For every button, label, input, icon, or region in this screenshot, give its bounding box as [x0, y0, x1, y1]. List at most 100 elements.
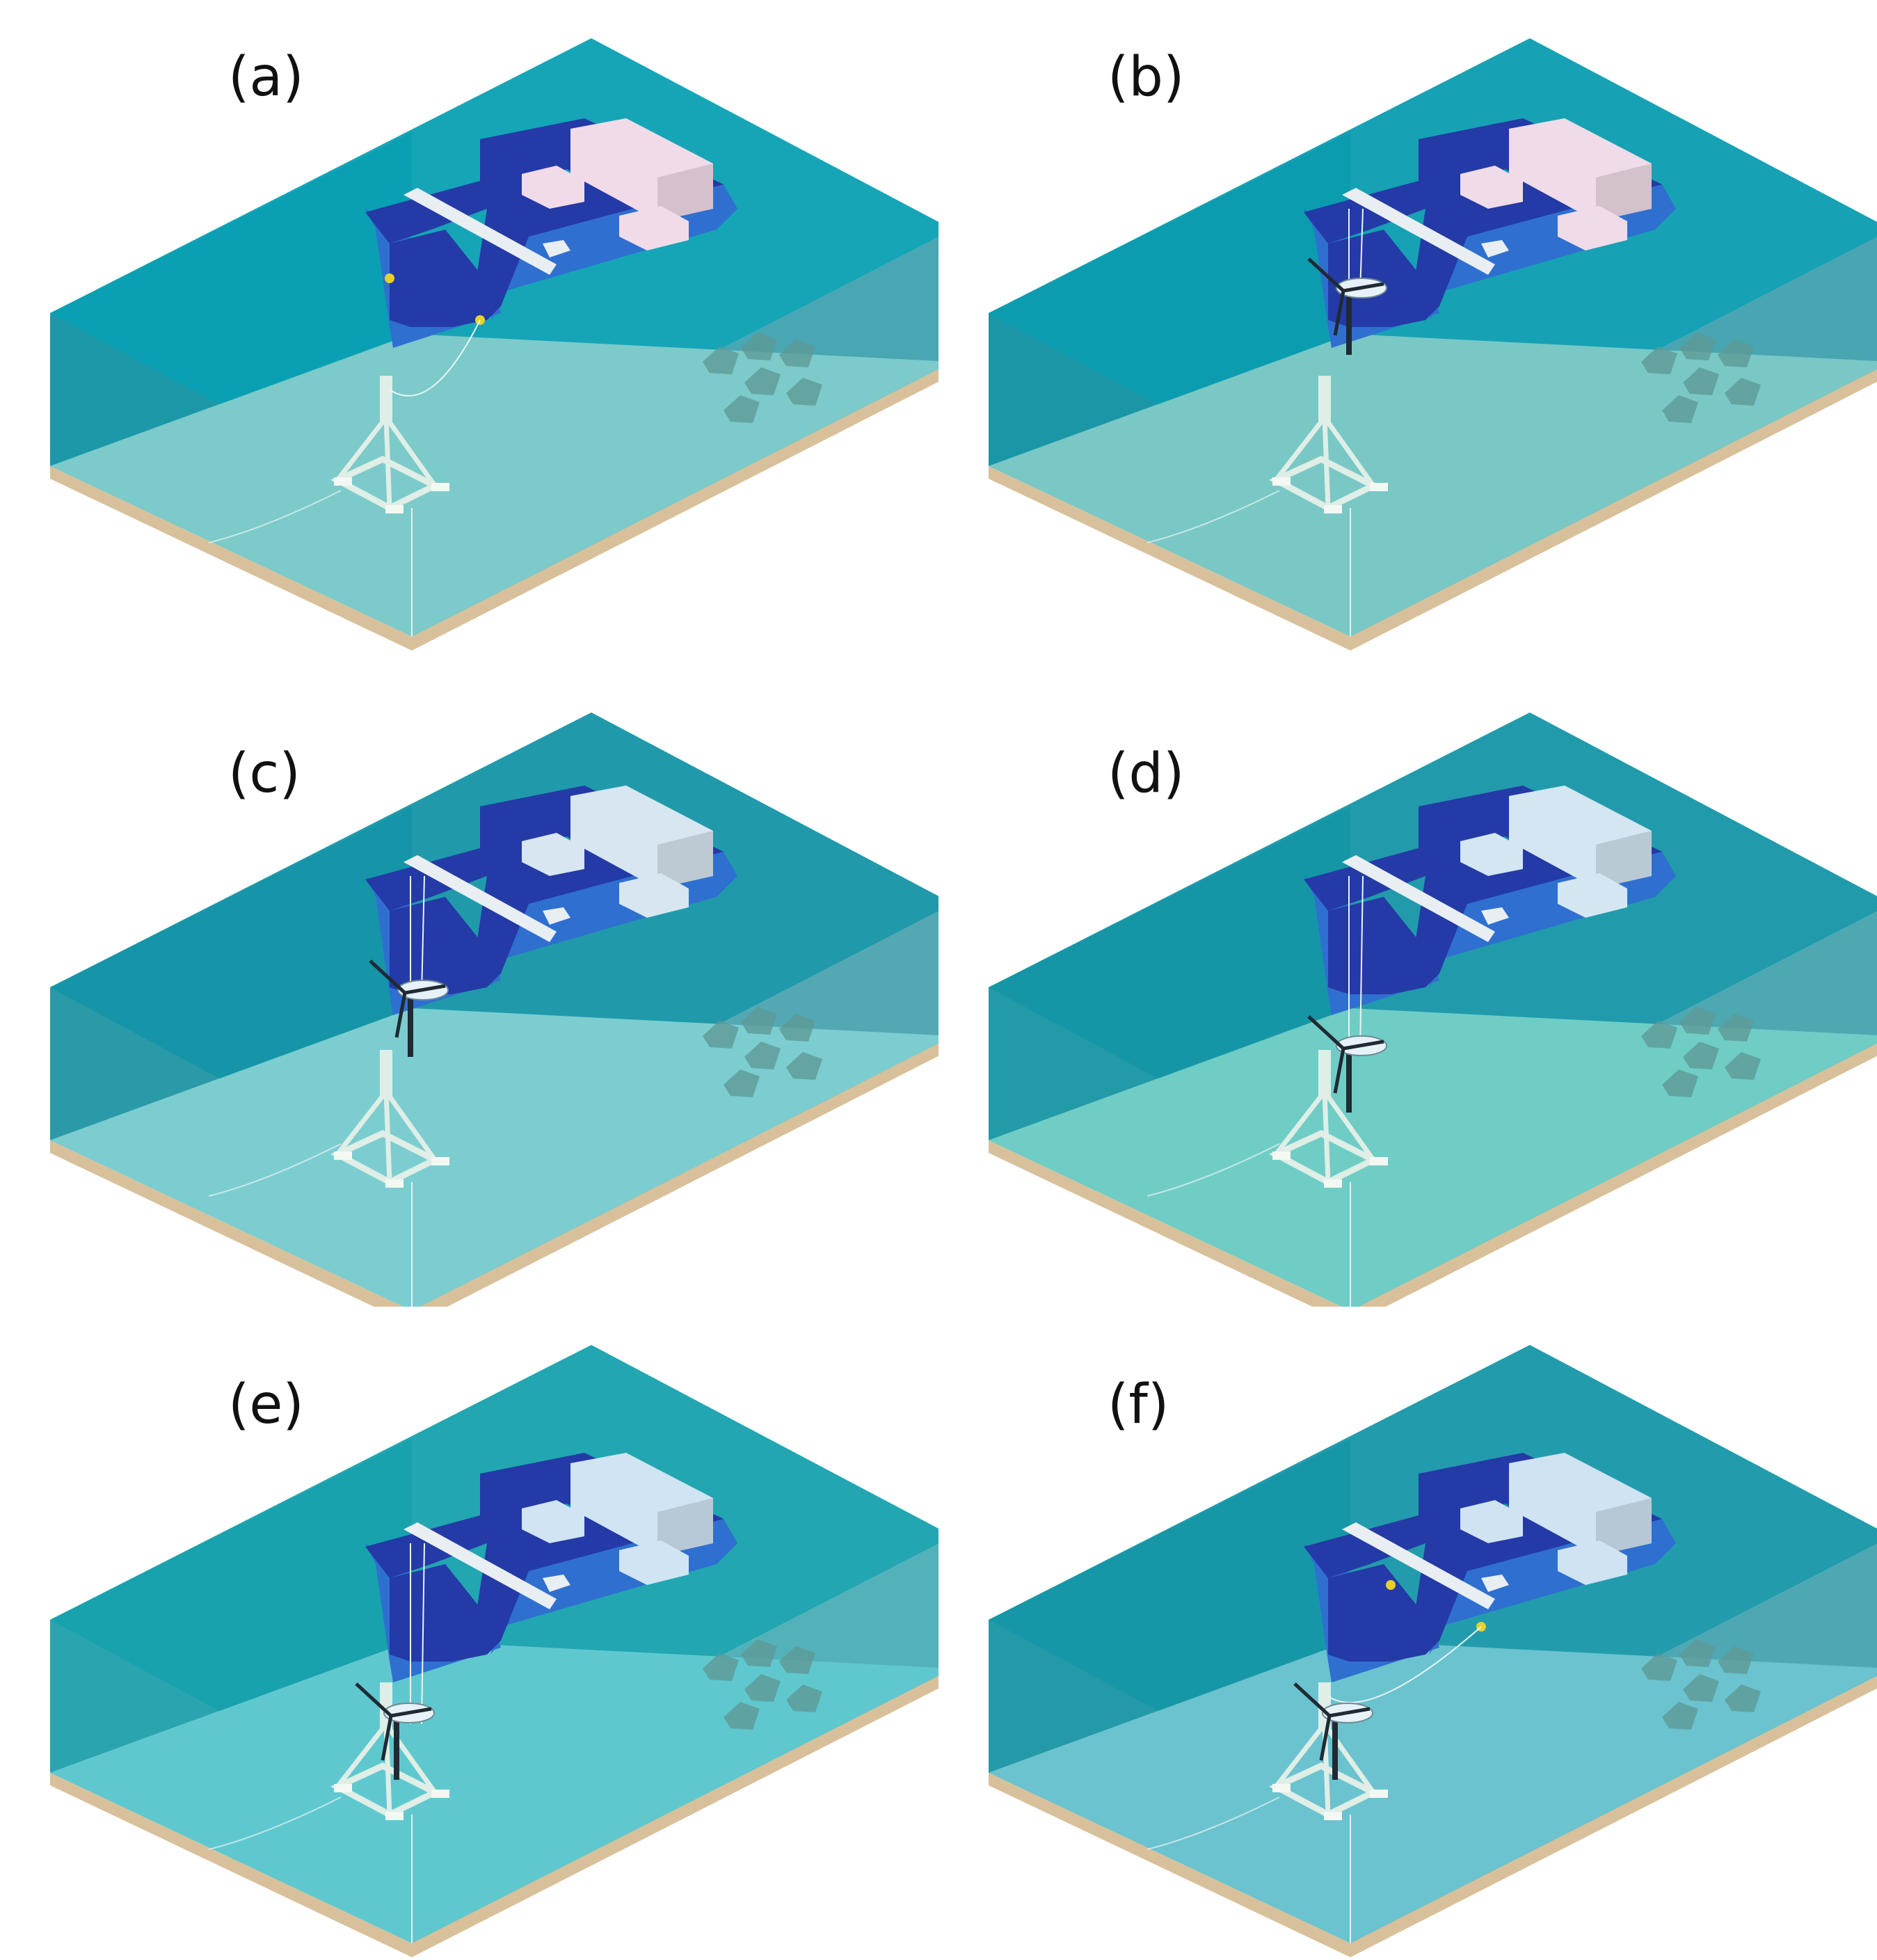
ship-cabin — [619, 1540, 689, 1585]
seabed-rock — [1679, 333, 1716, 360]
seabed-rock — [1725, 1684, 1761, 1712]
turbine-blade — [1333, 290, 1345, 336]
sand-edge-left — [50, 466, 412, 651]
panel-e-scene — [50, 1345, 939, 1957]
foundation-brace — [384, 1090, 437, 1162]
sand-edge-right — [412, 1675, 939, 1957]
seabed-rock — [1725, 1052, 1761, 1080]
seabed-rock — [1679, 1639, 1716, 1667]
seabed-rock — [1718, 1014, 1754, 1042]
seabed-rock — [744, 1674, 781, 1702]
seabed-rock — [1662, 395, 1698, 423]
panel-c: (c) — [0, 653, 939, 1307]
seabed-rock — [1683, 1674, 1719, 1702]
panel-d-scene — [989, 712, 1877, 1307]
sand-edge-right — [1350, 369, 1877, 651]
seabed — [50, 334, 939, 637]
foundation-pile — [380, 1050, 392, 1099]
sand-edge-left — [989, 466, 1350, 651]
panel-b-scene — [989, 38, 1877, 651]
panel-b: (b) — [939, 0, 1877, 653]
ship-cabin — [1460, 166, 1523, 209]
seabed-rock — [1683, 367, 1719, 395]
foundation-pile — [1318, 376, 1331, 424]
turbine-blade — [1293, 1682, 1331, 1717]
seabed-rock — [1641, 346, 1677, 374]
lift-line — [421, 1543, 425, 1725]
seabed-rock — [724, 395, 760, 423]
seabed — [50, 1008, 939, 1307]
foundation-foot — [385, 1179, 404, 1188]
panel-a-scene — [50, 38, 939, 651]
ship-pontoon — [1328, 1564, 1439, 1662]
foundation-brace — [1274, 415, 1327, 482]
seabed-rock — [1641, 1021, 1677, 1049]
foundation-foot — [1324, 1179, 1342, 1188]
seabed-rock — [741, 333, 777, 360]
crane-base — [543, 907, 570, 925]
lift-line — [421, 875, 425, 995]
foundation-pile — [1318, 1050, 1331, 1099]
export-cable — [1147, 1143, 1280, 1197]
ship-deckhouse-side — [1596, 831, 1652, 889]
seabed-rock — [779, 1014, 815, 1042]
seabed-rock — [1662, 1702, 1698, 1730]
foundation-foot — [385, 505, 404, 513]
crane-boom — [1342, 188, 1495, 275]
ship-cabin — [1558, 206, 1627, 250]
seabed-rock — [741, 1007, 777, 1035]
sand-edge-left — [989, 1773, 1350, 1957]
panel-d: (d) — [939, 653, 1877, 1307]
seabed-rock — [744, 1042, 781, 1069]
seabed-rock — [1718, 340, 1754, 367]
turbine-blade — [1329, 1707, 1371, 1718]
ship-pontoon — [390, 1564, 501, 1662]
panel-b-label: (b) — [1108, 46, 1185, 109]
foundation-foot — [1370, 1157, 1388, 1165]
panel-f-scene — [989, 1345, 1877, 1957]
deploy-line — [389, 319, 481, 397]
buoy — [1386, 1580, 1396, 1590]
sand-edge-left — [50, 1140, 404, 1307]
seabed-rock — [744, 367, 781, 395]
seabed-rock — [741, 1639, 777, 1667]
seabed-rock — [724, 1069, 760, 1097]
foundation-brace — [1322, 1091, 1331, 1183]
seabed-rock — [1725, 378, 1761, 406]
crane-base — [1481, 240, 1509, 257]
seabed-rock — [1718, 1646, 1754, 1674]
panel-d-label: (d) — [1108, 742, 1185, 805]
ship-pontoon — [390, 897, 501, 994]
scene-d — [989, 712, 1877, 1307]
ship-cabin — [1460, 1500, 1523, 1543]
ship-deckhouse-side — [657, 831, 713, 889]
turbine-blade — [1307, 1015, 1345, 1050]
turbine-blade — [1319, 1715, 1332, 1761]
seabed-rock — [724, 1702, 760, 1730]
export-cable — [208, 490, 342, 543]
foundation-brace — [1274, 1090, 1327, 1156]
foundation-foot — [385, 1812, 404, 1820]
foundation-foot — [1324, 505, 1342, 513]
foundation-foot — [1370, 483, 1388, 491]
seabed — [989, 1641, 1877, 1943]
turbine-blade — [404, 984, 446, 995]
seabed-rock — [779, 1646, 815, 1674]
foundation-brace — [383, 417, 392, 509]
turbine-blade — [1333, 1048, 1345, 1094]
foundation-foot — [1272, 477, 1291, 486]
export-cable — [208, 1796, 342, 1850]
sand-edge-left — [50, 1773, 412, 1957]
panel-e: (e) — [0, 1307, 939, 1960]
panel-f: (f) — [939, 1307, 1877, 1960]
foundation-brace — [1323, 415, 1375, 488]
seabed-rock — [703, 1021, 739, 1049]
panel-a: (a) — [0, 0, 939, 653]
turbine-blade — [355, 1682, 392, 1717]
foundation-foot — [1370, 1790, 1388, 1798]
foundation-pile — [380, 376, 392, 424]
seabed-rock — [1679, 1007, 1716, 1035]
foundation-foot — [334, 1784, 352, 1792]
panel-f-label: (f) — [1108, 1373, 1169, 1436]
buoy — [385, 273, 394, 283]
